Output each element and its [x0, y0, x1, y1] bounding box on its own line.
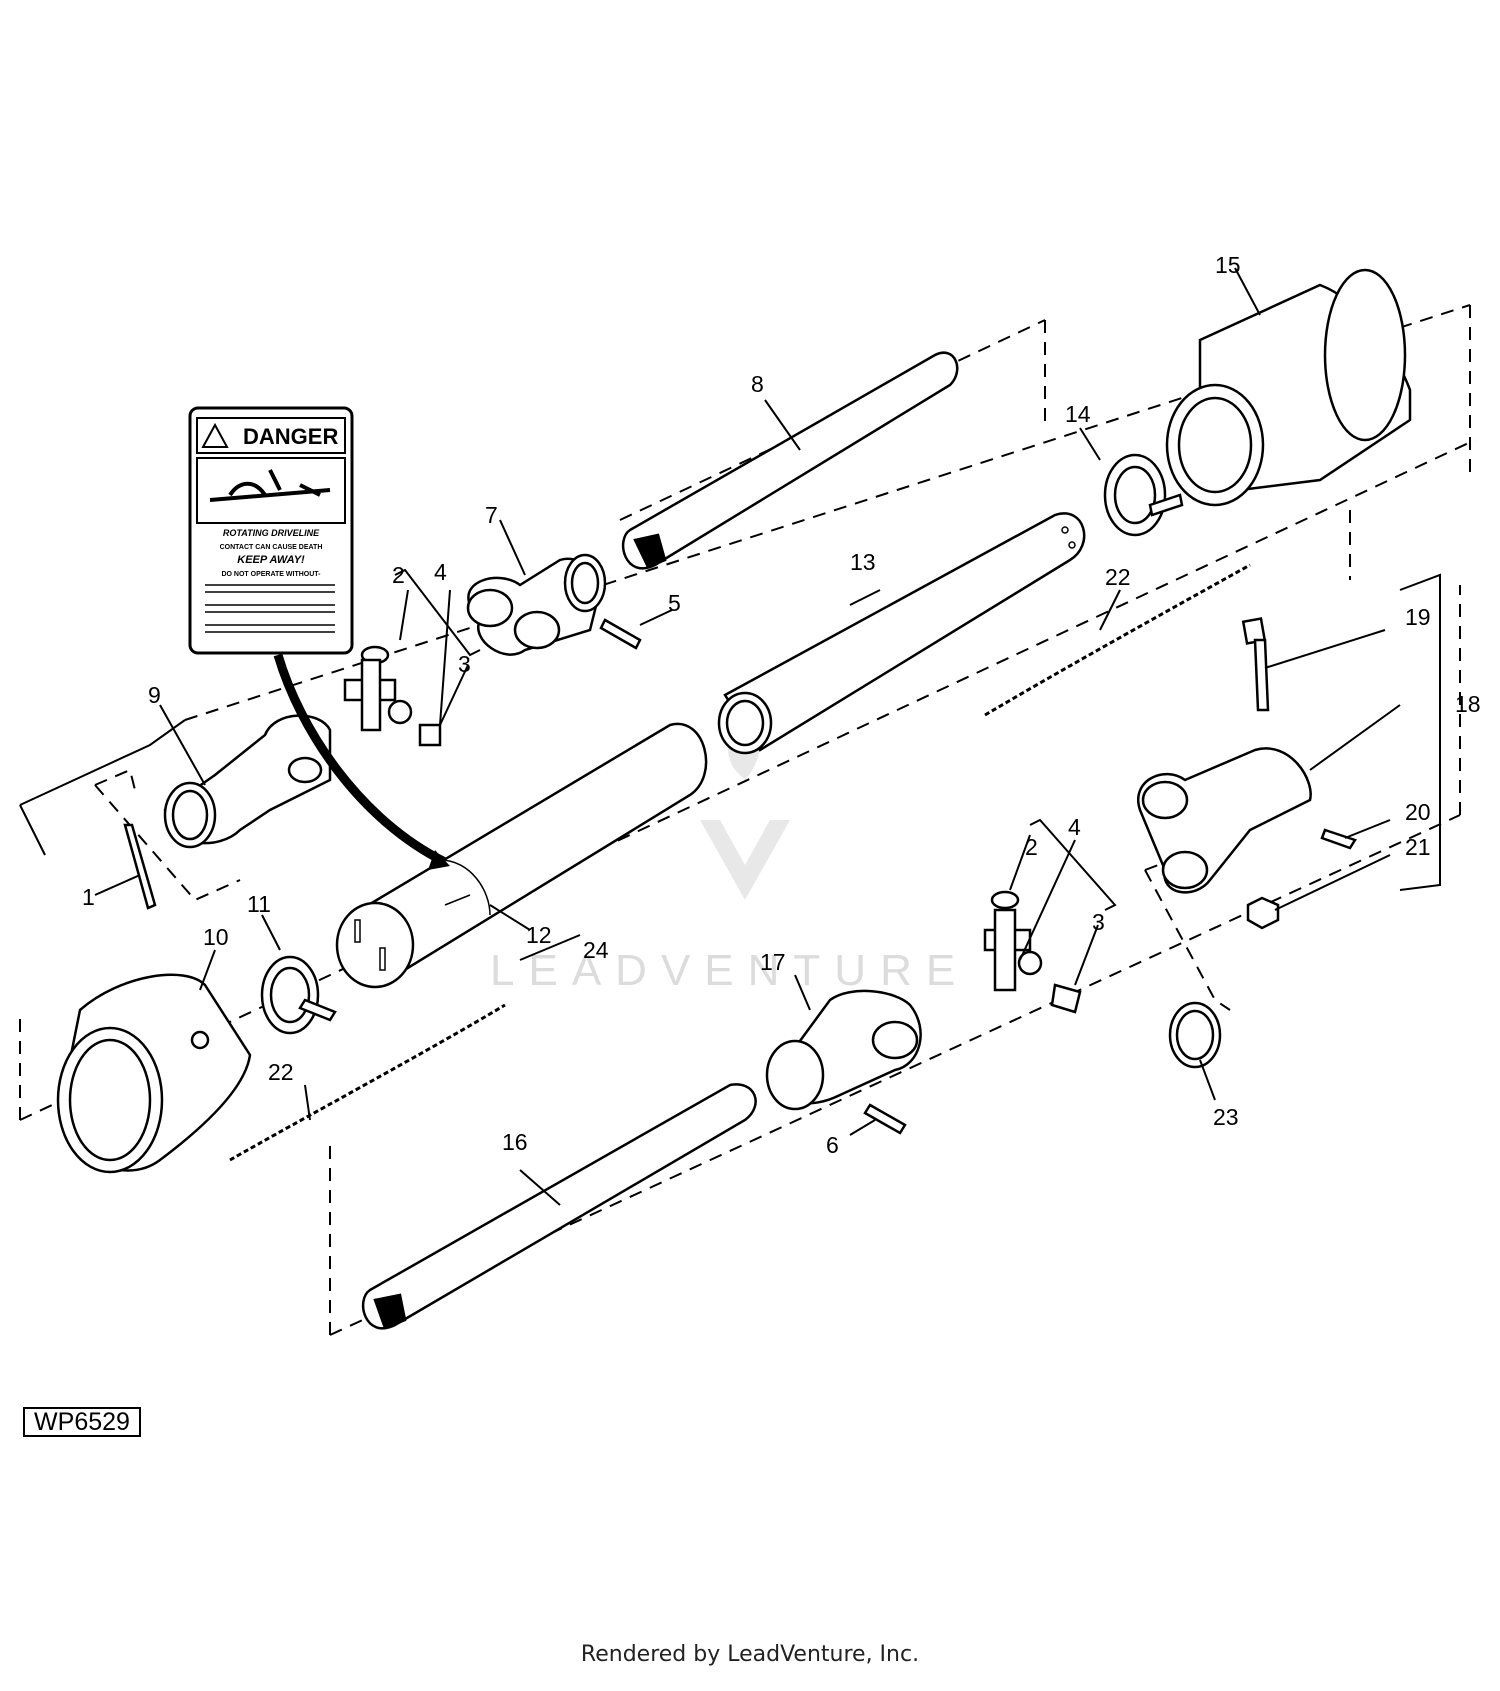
- part-11-bearing-ring: [260, 955, 337, 1035]
- callout-10: 10: [203, 924, 229, 950]
- callout-13: 13: [850, 549, 876, 575]
- callout-19: 19: [1405, 604, 1431, 630]
- callout-3-upper: 3: [458, 651, 471, 677]
- danger-line-3: KEEP AWAY!: [237, 554, 305, 566]
- watermark-text: LEADVENTURE: [490, 946, 969, 995]
- part-1-bolt: [123, 823, 157, 910]
- callout-4-upper: 4: [434, 559, 447, 585]
- callout-3-lower: 3: [1092, 909, 1105, 935]
- danger-heading: DANGER: [243, 424, 338, 449]
- callout-5: 5: [668, 590, 681, 616]
- callout-12: 12: [526, 922, 552, 948]
- callout-2-upper: 2: [392, 562, 405, 588]
- part-23-snap-ring: [1168, 1001, 1222, 1069]
- part-16-lower-tube: [361, 1083, 757, 1330]
- part-12-decal-outline: [439, 859, 491, 916]
- callout-leader-lines: [94, 267, 1401, 1206]
- callout-2-lower: 2: [1025, 834, 1038, 860]
- callout-24: 24: [583, 937, 609, 963]
- callout-7: 7: [485, 502, 498, 528]
- callout-4-lower: 4: [1068, 814, 1081, 840]
- warning-triangle-icon: [201, 422, 229, 448]
- part-2-4-3-cross-kit-upper: [343, 645, 442, 747]
- part-21-nut: [1246, 896, 1280, 930]
- part-5-pin: [599, 618, 642, 650]
- part-6-pin: [863, 1103, 907, 1135]
- part-19-bolt: [1241, 617, 1270, 712]
- danger-line-1: ROTATING DRIVELINE: [223, 528, 320, 538]
- callout-22-upper: 22: [1105, 564, 1131, 590]
- figure-id-label: WP6529: [23, 1407, 141, 1437]
- callout-8: 8: [751, 371, 764, 397]
- part-24-shield-tube: [335, 722, 708, 989]
- callout-20: 20: [1405, 799, 1431, 825]
- part-18-yoke: [1137, 747, 1312, 894]
- callout-11: 11: [247, 891, 271, 917]
- part-13-inner-tube: [717, 512, 1086, 755]
- callout-21: 21: [1405, 834, 1431, 860]
- entanglement-icon: [209, 469, 331, 502]
- callout-22-lower: 22: [268, 1059, 294, 1085]
- part-20-grease-fitting: [1320, 828, 1357, 850]
- bracket-lines: [19, 568, 1441, 1011]
- callout-15: 15: [1215, 252, 1241, 278]
- callout-17: 17: [760, 949, 786, 975]
- danger-line-2: CONTACT CAN CAUSE DEATH: [220, 544, 323, 551]
- part-17-yoke: [765, 989, 922, 1111]
- part-9-yoke: [163, 714, 332, 849]
- callout-23: 23: [1213, 1104, 1239, 1130]
- callout-18: 18: [1455, 691, 1481, 717]
- callout-9: 9: [148, 682, 161, 708]
- part-7-yoke: [466, 553, 607, 656]
- part-8-outer-tube: [621, 351, 959, 570]
- danger-line-4: DO NOT OPERATE WITHOUT-: [221, 571, 321, 578]
- footer-credit: Rendered by LeadVenture, Inc.: [580, 1642, 920, 1667]
- callout-16: 16: [502, 1129, 528, 1155]
- callout-6: 6: [826, 1132, 839, 1158]
- part-10-shield-cone: [56, 973, 252, 1174]
- danger-decal: DANGER ROTATING DRIVELINE CONTACT CAN CA…: [188, 406, 450, 870]
- callout-numbers: 1 2 3 4 5 7 8 9 10 11 12 24 13 14 15 22 …: [82, 252, 1481, 1158]
- part-2-4-3-cross-kit-lower: [983, 890, 1082, 1014]
- callout-14: 14: [1065, 401, 1091, 427]
- part-14-bearing-ring: [1103, 453, 1184, 537]
- part-22-safety-chains: [229, 563, 1251, 1162]
- part-15-shield-cone: [1165, 268, 1412, 507]
- callout-1: 1: [82, 884, 95, 910]
